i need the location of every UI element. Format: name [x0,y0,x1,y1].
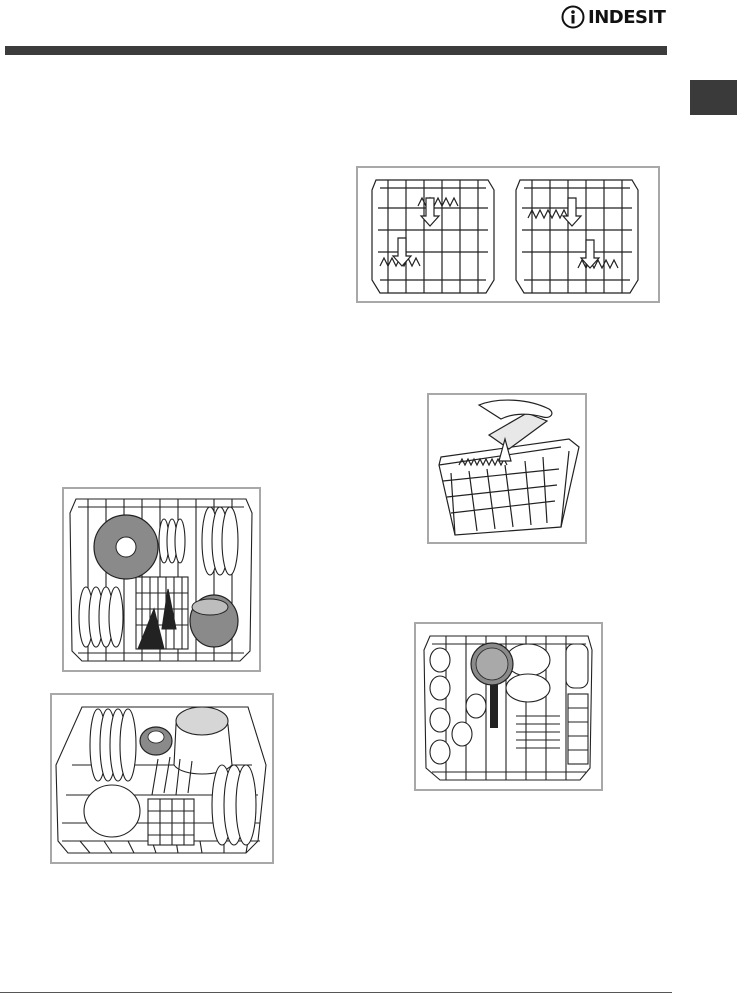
fig-lower-rack-loaded [50,693,274,864]
brand-mark-icon [561,5,585,29]
header-bar [5,46,667,55]
upper-rack-loaded-illustration [64,489,259,670]
fig-rack-height-adjust [356,166,660,303]
language-tab [690,80,737,115]
brand-name: INDESIT [588,7,665,28]
lower-rack-loaded-illustration [52,695,272,862]
rack-height-adjust-illustration [358,168,658,301]
fig-lower-rack-pots [414,622,603,791]
fig-upper-rack-loaded [62,487,261,672]
cutlery-basket-illustration [429,395,585,542]
lower-rack-pots-illustration [416,624,601,789]
fig-cutlery-basket [427,393,587,544]
brand-logo: INDESIT [561,2,665,32]
